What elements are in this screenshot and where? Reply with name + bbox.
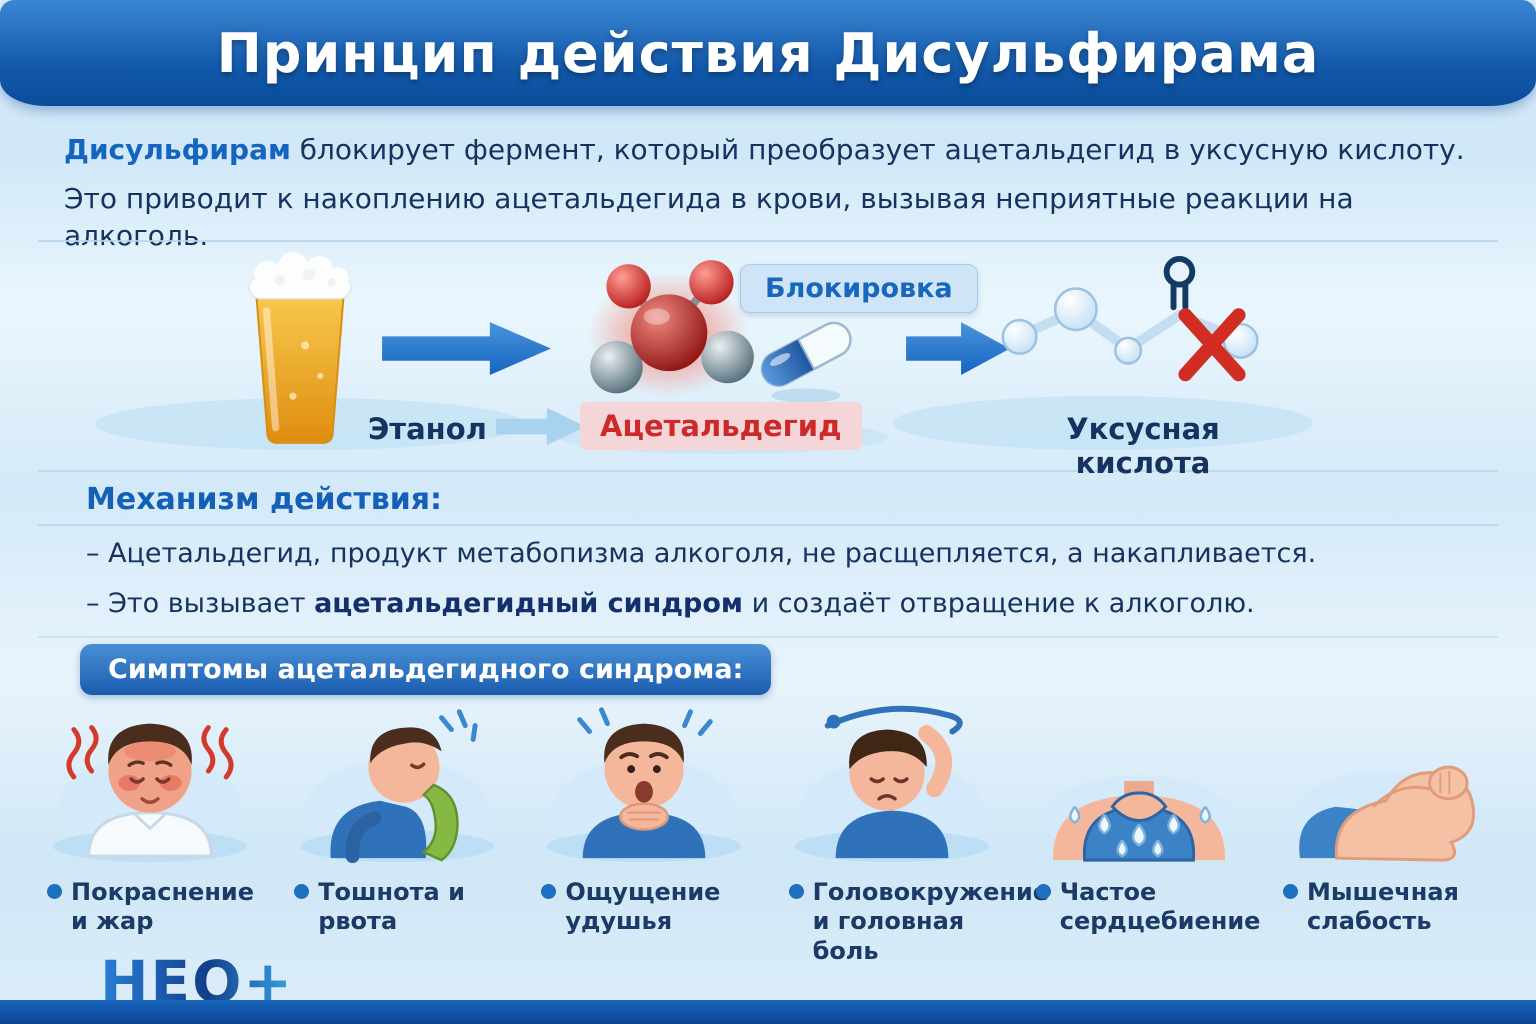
arrow-right-icon — [902, 316, 1014, 382]
section-divider — [38, 524, 1498, 526]
page-title: Принцип действия Дисульфирама — [216, 21, 1320, 85]
vomiting-icon — [291, 690, 503, 872]
bullet-icon — [541, 884, 557, 899]
symptom-vomiting: Тошнота и рвота — [275, 690, 519, 966]
symptom-flushing: Покраснение и жар — [28, 690, 272, 966]
bullet-icon — [788, 884, 804, 899]
arrow-right-light-icon — [492, 404, 590, 448]
ethanol-label: Этанол — [368, 412, 487, 446]
acetaldehyde-molecule-icon — [568, 252, 770, 408]
blocked-cross-icon — [1178, 308, 1246, 382]
blocking-label: Блокировка — [765, 273, 953, 304]
intro-line-2: Это приводит к накоплению ацетальдегида … — [64, 181, 1354, 252]
symptoms-banner: Симптомы ацетальдегидного синдрома: — [80, 644, 772, 695]
arrow-right-icon — [378, 316, 556, 382]
header-banner: Принцип действия Дисульфирама — [0, 0, 1536, 106]
dizziness-icon — [786, 690, 998, 872]
symptom-label: Мышечная слабость — [1282, 878, 1489, 937]
water-blob — [893, 396, 1313, 450]
section-divider — [38, 636, 1498, 638]
mechanism-item-2-text: и создаёт отвращение к алкоголю. — [743, 588, 1255, 619]
capsule-pill-icon — [750, 308, 862, 404]
choking-icon — [538, 690, 750, 872]
mechanism-title: Механизм действия: — [86, 482, 442, 517]
footer-bar — [0, 1000, 1536, 1024]
intro-line-1-rest: блокирует фермент, который преобразует а… — [290, 133, 1465, 166]
bullet-icon — [47, 884, 62, 899]
bullet-icon — [294, 884, 310, 899]
symptom-label: Головокружение и головная боль — [788, 878, 1049, 966]
acetaldehyde-label: Ацетальдегид — [580, 402, 862, 450]
symptom-weakness: Мышечная слабость — [1264, 690, 1508, 966]
symptom-label: Ощущение удушья — [541, 878, 747, 937]
sweating-icon — [1033, 690, 1245, 872]
intro-line-1: Дисульфирам блокирует фермент, который п… — [64, 132, 1486, 169]
symptom-label: Покраснение и жар — [47, 878, 254, 937]
mechanism-item-1: – Ацетальдегид, продукт метабопизма алко… — [86, 538, 1317, 569]
mechanism-item-2-text: – Это вызывает — [86, 588, 315, 619]
bullet-icon — [1035, 884, 1051, 899]
muscle-weakness-icon — [1280, 690, 1492, 872]
beer-glass-icon — [234, 252, 366, 448]
symptoms-row: Покраснение и жар Тошн — [28, 690, 1508, 966]
symptom-dizziness: Головокружение и головная боль — [770, 690, 1049, 966]
symptom-label: Тошнота и рвота — [294, 878, 500, 937]
flushing-icon — [44, 690, 256, 872]
symptom-heartbeat: Частое сердцебиение — [1017, 690, 1261, 966]
blocking-badge: Блокировка — [740, 264, 978, 313]
mechanism-item-2-bold: ацетальдегидный синдром — [314, 588, 743, 619]
section-divider — [38, 240, 1498, 242]
acetic-acid-label: Уксусная кислота — [1066, 412, 1220, 480]
bullet-icon — [1282, 884, 1298, 899]
section-divider — [38, 470, 1498, 472]
mechanism-item-2: – Это вызывает ацетальдегидный синдром и… — [86, 588, 1255, 619]
symptom-choking: Ощущение удушья — [522, 690, 766, 966]
intro-text: Дисульфирам блокирует фермент, который п… — [64, 132, 1486, 267]
symptom-label: Частое сердцебиение — [1035, 878, 1260, 937]
acetic-acid-molecule-icon — [992, 254, 1288, 408]
drug-name: Дисульфирам — [64, 133, 291, 166]
